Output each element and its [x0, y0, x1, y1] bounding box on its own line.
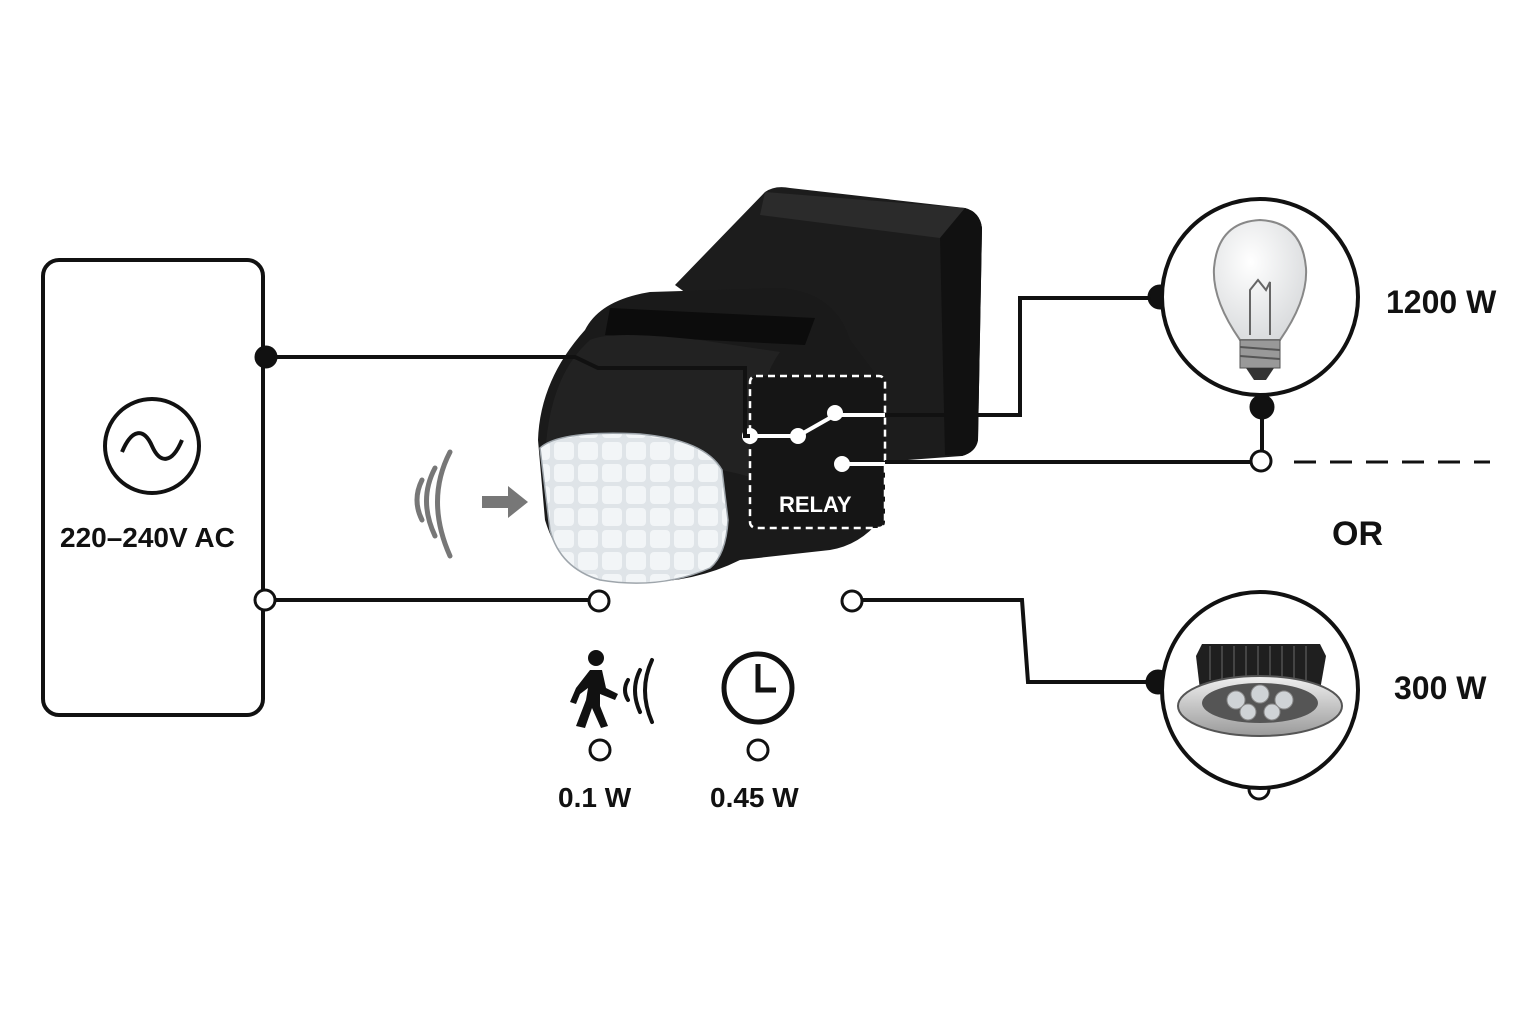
load-wire-1 [885, 296, 1160, 417]
bulb-power-label: 1200 W [1386, 284, 1497, 320]
motion-waves-icon [414, 449, 453, 559]
ac-sine-icon [103, 397, 201, 495]
or-separator: OR [1332, 515, 1383, 553]
power-supply-box [41, 258, 265, 717]
load-wire-3 [860, 598, 1160, 684]
power-supply-label: 220–240V AC [60, 522, 235, 553]
clock-icon [721, 651, 795, 725]
incandescent-bulb-icon [1160, 197, 1360, 397]
motion-sensor [538, 187, 982, 584]
active-power-label: 0.45 W [710, 782, 799, 813]
wires [263, 296, 1490, 684]
detection-arrow-icon [482, 486, 528, 518]
led-power-label: 300 W [1394, 670, 1487, 706]
fresnel-lens [539, 432, 729, 584]
person-walking-icon [570, 650, 654, 728]
led-downlight-icon [1160, 590, 1360, 790]
power-supply [41, 258, 265, 717]
standby-power-label: 0.1 W [558, 782, 632, 813]
phase-wire [263, 355, 750, 438]
relay-label: RELAY [779, 492, 852, 517]
